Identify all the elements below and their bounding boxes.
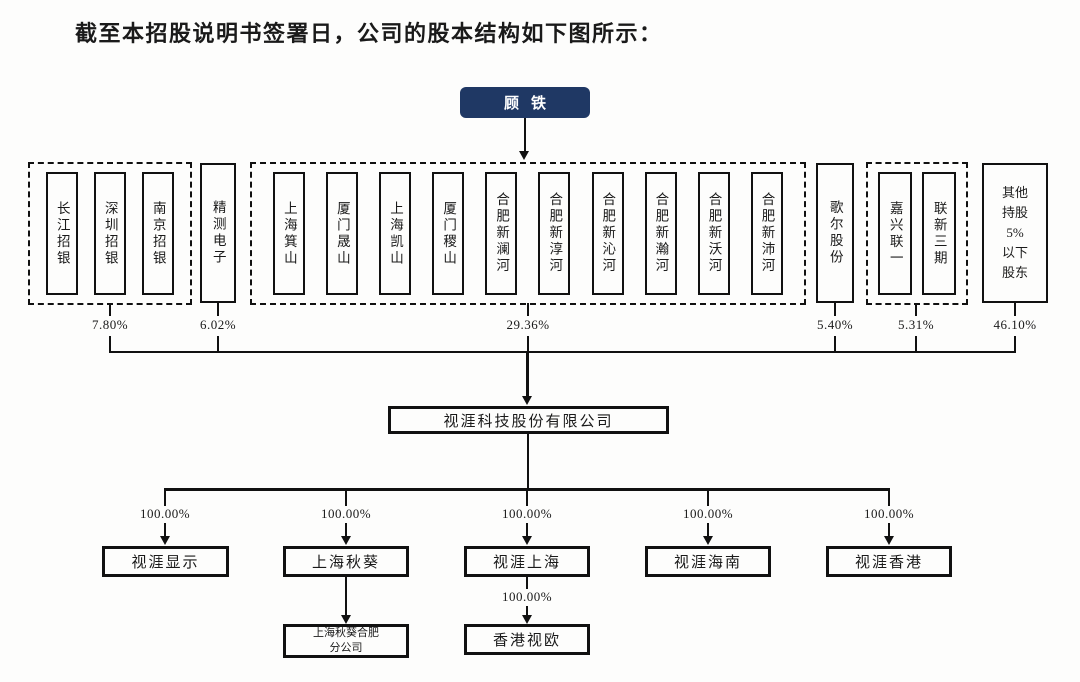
shareholder-box: 深圳招银 — [94, 172, 126, 295]
shareholder-box: 合肥新沃河 — [697, 172, 730, 295]
shareholder-box: 精测电子 — [200, 163, 236, 303]
connector-line — [345, 490, 347, 506]
percent-label: 5.40% — [816, 317, 854, 332]
shareholder-box: 厦门稷山 — [432, 172, 465, 295]
connector-line — [1014, 303, 1016, 316]
percent-label: 100.00% — [320, 506, 372, 521]
percent-label: 6.02% — [199, 317, 237, 332]
arrowhead — [341, 536, 351, 545]
shareholder-box: 嘉兴联一 — [878, 172, 912, 295]
arrowhead — [884, 536, 894, 545]
subsidiary-box: 视涯上海 — [464, 546, 590, 577]
shareholder-group-1: 长江招银 深圳招银 南京招银 — [28, 162, 192, 305]
connector-line — [164, 523, 166, 537]
connector-line — [526, 577, 528, 589]
connector-line — [915, 336, 917, 352]
connector-line — [345, 523, 347, 537]
branch-box: 香港视欧 — [464, 624, 590, 655]
percent-label: 100.00% — [682, 506, 734, 521]
connector-line — [109, 303, 111, 316]
subsidiary-box: 上海秋葵 — [283, 546, 409, 577]
connector-line — [527, 303, 529, 316]
percent-label: 46.10% — [993, 317, 1037, 332]
connector-line — [888, 490, 890, 506]
controller-box: 顾铁 — [460, 87, 590, 118]
connector-line — [217, 303, 219, 316]
shareholder-box: 合肥新淳河 — [538, 172, 571, 295]
shareholder-box: 合肥新沁河 — [591, 172, 624, 295]
shareholder-box: 南京招银 — [142, 172, 174, 295]
connector-line — [1014, 336, 1016, 352]
arrowhead — [522, 396, 532, 405]
connector-line — [345, 577, 347, 616]
connector-line — [707, 490, 709, 506]
arrowhead — [522, 615, 532, 624]
connector-line — [524, 118, 526, 152]
percent-label: 100.00% — [863, 506, 915, 521]
subsidiary-box: 视涯显示 — [102, 546, 229, 577]
connector-line — [164, 490, 166, 506]
arrowhead — [703, 536, 713, 545]
connector-line — [217, 336, 219, 352]
shareholder-group-3: 嘉兴联一 联新三期 — [866, 162, 968, 305]
subsidiary-box: 视涯海南 — [645, 546, 771, 577]
connector-line — [888, 523, 890, 537]
subsidiary-box: 视涯香港 — [826, 546, 952, 577]
shareholder-box: 上海凯山 — [379, 172, 412, 295]
connector-line — [834, 303, 836, 316]
arrowhead — [341, 615, 351, 624]
percent-label: 100.00% — [501, 589, 553, 604]
page-title: 截至本招股说明书签署日，公司的股本结构如下图所示： — [75, 21, 663, 46]
connector-line — [915, 303, 917, 316]
shareholder-box: 联新三期 — [922, 172, 956, 295]
connector-line — [834, 336, 836, 352]
arrowhead — [522, 536, 532, 545]
connector-bus-top — [109, 351, 1016, 353]
company-box: 视涯科技股份有限公司 — [388, 406, 669, 434]
connector-line — [109, 336, 111, 352]
connector-line — [526, 490, 528, 506]
shareholder-group-2: 上海箕山 厦门晟山 上海凯山 厦门稷山 合肥新澜河 合肥新淳河 合肥新沁河 合肥… — [250, 162, 806, 305]
arrowhead — [519, 151, 529, 160]
branch-box: 上海秋葵合肥 分公司 — [283, 624, 409, 658]
shareholder-box: 合肥新沛河 — [750, 172, 783, 295]
shareholder-box: 合肥新澜河 — [485, 172, 518, 295]
shareholder-box-others: 其他 持股 5% 以下 股东 — [982, 163, 1048, 303]
connector-line — [707, 523, 709, 537]
connector-bus-bottom — [164, 488, 890, 491]
percent-label: 29.36% — [506, 317, 550, 332]
connector-line — [526, 523, 528, 537]
connector-line — [527, 434, 529, 489]
shareholder-box: 合肥新瀚河 — [644, 172, 677, 295]
percent-label: 100.00% — [501, 506, 553, 521]
shareholder-box: 上海箕山 — [273, 172, 306, 295]
connector-line — [526, 352, 529, 397]
percent-label: 7.80% — [91, 317, 129, 332]
shareholder-box: 长江招银 — [46, 172, 78, 295]
connector-line — [527, 336, 529, 352]
percent-label: 100.00% — [139, 506, 191, 521]
arrowhead — [160, 536, 170, 545]
connector-line — [526, 606, 528, 616]
shareholder-box: 厦门晟山 — [326, 172, 359, 295]
shareholder-box: 歌尔股份 — [816, 163, 854, 303]
percent-label: 5.31% — [897, 317, 935, 332]
